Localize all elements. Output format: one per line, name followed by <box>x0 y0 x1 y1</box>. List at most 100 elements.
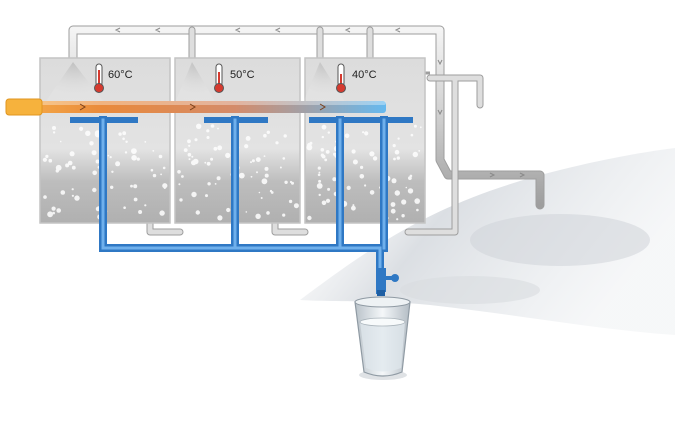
steam-pipe-network <box>68 25 545 236</box>
heating-pipe <box>5 98 386 116</box>
droplet <box>74 195 80 201</box>
droplet <box>89 141 94 146</box>
chamber-3 <box>300 57 426 224</box>
spray-nozzle-icon <box>40 62 110 110</box>
droplet <box>263 155 266 158</box>
droplet <box>289 180 293 184</box>
droplet <box>320 153 325 157</box>
fresh-water-pipes <box>70 116 413 294</box>
droplet <box>67 160 73 166</box>
droplet <box>216 176 221 181</box>
tap-icon <box>376 268 399 296</box>
droplet <box>118 132 122 136</box>
droplet <box>191 155 194 158</box>
droplet <box>160 173 163 176</box>
droplet <box>60 190 66 195</box>
droplet <box>255 157 261 163</box>
droplet <box>352 159 358 165</box>
spray-nozzle-icon <box>300 62 350 110</box>
droplet <box>369 190 375 195</box>
droplet <box>321 200 327 206</box>
temperature-label-3: 40°C <box>352 69 377 81</box>
droplet <box>260 197 263 199</box>
droplet <box>362 131 365 134</box>
droplet <box>351 149 356 154</box>
droplet <box>284 180 288 184</box>
droplet <box>150 168 154 172</box>
droplet <box>194 138 198 142</box>
droplet <box>178 183 181 186</box>
flow-chevrons <box>114 27 526 178</box>
droplet <box>52 126 56 130</box>
droplet <box>410 133 414 137</box>
droplet <box>316 183 323 189</box>
droplet <box>131 155 137 161</box>
droplet <box>183 148 188 153</box>
droplet <box>359 174 365 179</box>
thermometer-1: 60°C <box>94 63 133 93</box>
droplet <box>48 158 53 163</box>
droplet <box>414 198 421 204</box>
droplet <box>390 202 396 207</box>
droplet <box>217 127 219 130</box>
droplet <box>293 203 299 209</box>
droplet <box>226 207 231 213</box>
droplet <box>115 161 121 167</box>
droplet <box>419 126 422 129</box>
droplet <box>217 215 223 221</box>
droplet <box>364 131 369 136</box>
droplet <box>71 165 76 170</box>
droplet <box>91 150 97 156</box>
droplet <box>418 150 421 152</box>
droplet <box>261 178 268 185</box>
droplet <box>306 144 313 151</box>
droplet <box>92 187 97 193</box>
droplet <box>245 136 251 141</box>
droplet <box>123 206 126 209</box>
droplet <box>307 215 312 221</box>
temperature-label-1: 60°C <box>108 69 133 81</box>
droplet <box>159 210 165 216</box>
droplet <box>144 141 147 143</box>
droplet <box>394 190 400 196</box>
droplet <box>258 191 261 194</box>
droplet <box>351 205 356 211</box>
droplet <box>152 150 155 152</box>
droplet <box>360 165 364 169</box>
droplet <box>344 133 350 139</box>
droplet <box>275 141 279 145</box>
droplet <box>51 206 56 211</box>
droplet <box>179 198 183 202</box>
droplet <box>346 185 351 190</box>
droplet <box>317 166 321 170</box>
droplet <box>205 194 208 198</box>
droplet <box>210 157 214 161</box>
droplet <box>196 123 202 129</box>
droplet <box>56 208 61 213</box>
droplet <box>321 135 324 139</box>
droplet <box>283 134 287 138</box>
droplet <box>412 151 418 158</box>
droplet <box>111 170 114 173</box>
droplet <box>85 130 91 136</box>
droplet <box>266 130 270 134</box>
droplet <box>131 148 137 155</box>
droplet <box>325 150 330 154</box>
droplet <box>369 151 375 157</box>
droplet <box>79 126 84 131</box>
droplet <box>250 175 253 178</box>
droplet <box>152 173 157 178</box>
droplet <box>122 137 125 141</box>
droplet <box>416 208 419 212</box>
droplet <box>225 152 231 158</box>
droplet <box>394 149 400 155</box>
droplet <box>133 184 138 189</box>
droplet <box>136 157 140 161</box>
droplet <box>45 154 49 158</box>
droplet <box>401 199 407 205</box>
droplet <box>144 204 147 207</box>
droplet <box>52 211 55 215</box>
droplet <box>109 156 112 159</box>
droplet <box>325 198 331 203</box>
